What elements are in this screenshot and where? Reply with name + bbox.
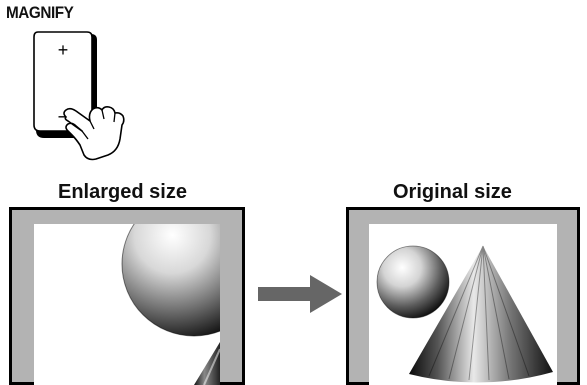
- plus-symbol: +: [58, 40, 69, 60]
- original-view-panel: [346, 207, 580, 385]
- enlarged-size-caption: Enlarged size: [58, 181, 187, 203]
- enlarged-view-panel: [9, 207, 245, 385]
- enlarged-view-image: [34, 224, 220, 385]
- magnify-label: MAGNIFY: [6, 3, 74, 22]
- magnify-button[interactable]: + –: [28, 26, 138, 166]
- pointing-hand-icon: [63, 106, 125, 161]
- original-view-image: [369, 224, 557, 385]
- original-size-caption: Original size: [393, 181, 512, 203]
- right-arrow-icon: [258, 275, 342, 313]
